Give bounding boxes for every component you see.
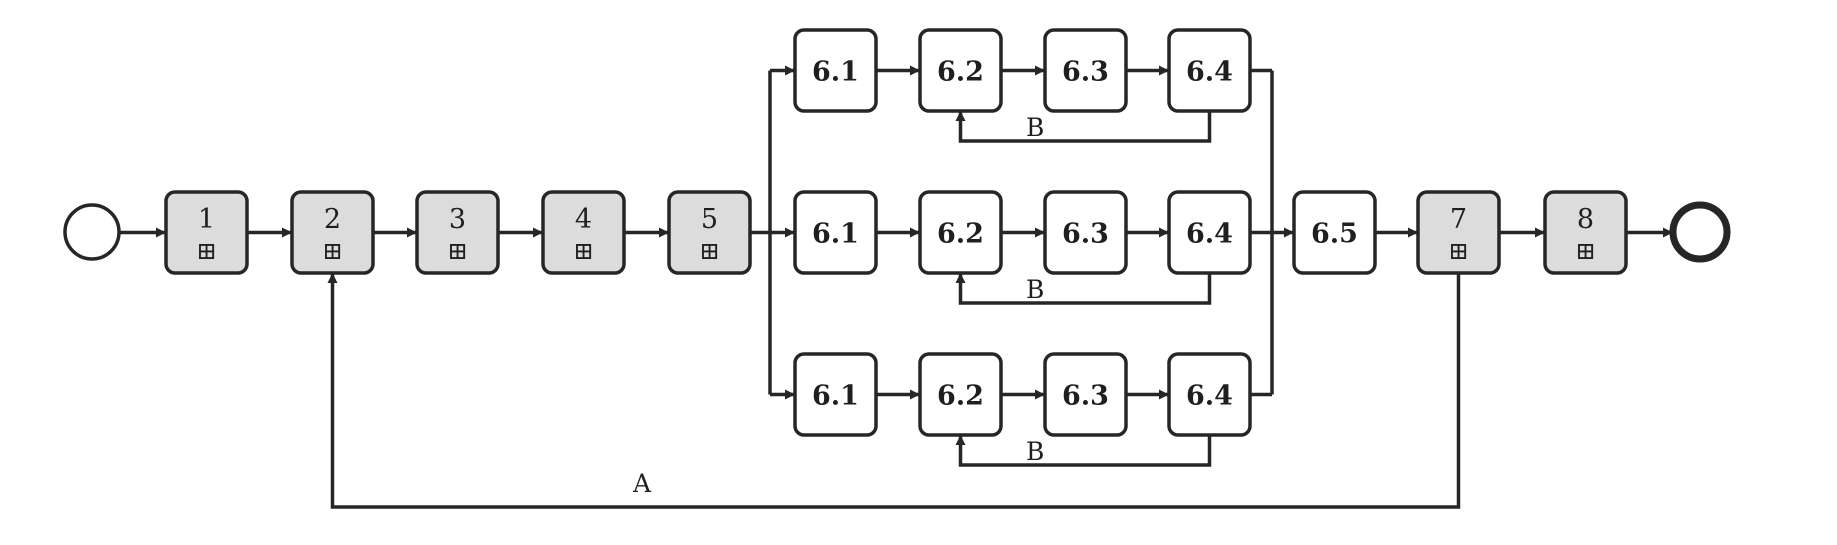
loop-a xyxy=(327,273,1461,509)
task-box xyxy=(918,28,1003,113)
task-label: 7 xyxy=(1450,204,1467,235)
subprocess-marker-icon: ⊞ xyxy=(573,237,593,265)
loop-b-label: B xyxy=(1026,113,1044,142)
task-box xyxy=(164,190,249,275)
task-box xyxy=(1043,28,1128,113)
task-label: 6.1 xyxy=(812,57,859,88)
branch-1-task-6.4: 6.4 xyxy=(1167,28,1252,113)
start-event xyxy=(63,203,121,261)
task-box xyxy=(793,28,878,113)
task-box xyxy=(918,190,1003,275)
loop-a-label: A xyxy=(632,469,652,498)
task-label: 6.5 xyxy=(1311,219,1358,250)
task-box xyxy=(1543,190,1628,275)
branch-1-task-6.3: 6.3 xyxy=(1043,28,1128,113)
collapsed-task-1: 1⊞ xyxy=(164,190,249,275)
loop-b-2 xyxy=(955,273,1212,305)
task-box xyxy=(415,190,500,275)
task-label: 6.1 xyxy=(812,381,859,412)
task-label: 3 xyxy=(449,204,466,235)
task-label: 6.4 xyxy=(1186,381,1233,412)
collapsed-task-3: 3⊞ xyxy=(415,190,500,275)
task-label: 6.3 xyxy=(1062,57,1109,88)
branch-1-task-6.2: 6.2 xyxy=(918,28,1003,113)
task-label: 6.3 xyxy=(1062,381,1109,412)
loop-b-label: B xyxy=(1026,437,1044,466)
collapsed-task-7: 7⊞ xyxy=(1416,190,1501,275)
task-box xyxy=(1167,352,1252,437)
subprocess-marker-icon: ⊞ xyxy=(699,237,719,265)
task-box xyxy=(1043,190,1128,275)
task-label: 6.2 xyxy=(937,219,984,250)
branch-1-task-6.1: 6.1 xyxy=(793,28,878,113)
subprocess-marker-icon: ⊞ xyxy=(1448,237,1468,265)
branch-3-task-6.2: 6.2 xyxy=(918,352,1003,437)
subprocess-marker-icon: ⊞ xyxy=(196,237,216,265)
task-label: 2 xyxy=(324,204,341,235)
task-box xyxy=(793,190,878,275)
collapsed-task-8: 8⊞ xyxy=(1543,190,1628,275)
task-box xyxy=(918,352,1003,437)
task-label: 8 xyxy=(1577,204,1594,235)
branch-3-task-6.1: 6.1 xyxy=(793,352,878,437)
branch-2-task-6.4: 6.4 xyxy=(1167,190,1252,275)
branch-2-task-6.3: 6.3 xyxy=(1043,190,1128,275)
task-box xyxy=(1167,28,1252,113)
merge-task: 6.5 xyxy=(1292,190,1377,275)
task-box xyxy=(793,352,878,437)
loop-b-3 xyxy=(955,435,1212,467)
collapsed-task-2: 2⊞ xyxy=(290,190,375,275)
task-box xyxy=(1416,190,1501,275)
task-box xyxy=(541,190,626,275)
collapsed-task-5: 5⊞ xyxy=(667,190,752,275)
task-label: 6.4 xyxy=(1186,57,1233,88)
branch-3-task-6.3: 6.3 xyxy=(1043,352,1128,437)
task-label: 6.3 xyxy=(1062,219,1109,250)
subprocess-marker-icon: ⊞ xyxy=(322,237,342,265)
task-label: 6.1 xyxy=(812,219,859,250)
connectors xyxy=(119,65,1673,509)
branch-3-task-6.4: 6.4 xyxy=(1167,352,1252,437)
task-label: 5 xyxy=(701,204,718,235)
task-box xyxy=(290,190,375,275)
end-event xyxy=(1669,201,1731,263)
branch-2-task-6.1: 6.1 xyxy=(793,190,878,275)
task-box xyxy=(667,190,752,275)
edge-labels: B B B A xyxy=(632,113,1044,498)
task-label: 6.2 xyxy=(937,381,984,412)
task-box xyxy=(1043,352,1128,437)
task-box xyxy=(1167,190,1252,275)
loop-b-label: B xyxy=(1026,275,1044,304)
task-box xyxy=(1292,190,1377,275)
subprocess-marker-icon: ⊞ xyxy=(1575,237,1595,265)
task-label: 4 xyxy=(575,204,592,235)
branch-2-task-6.2: 6.2 xyxy=(918,190,1003,275)
task-label: 1 xyxy=(198,204,215,235)
collapsed-task-4: 4⊞ xyxy=(541,190,626,275)
subprocess-marker-icon: ⊞ xyxy=(447,237,467,265)
task-label: 6.4 xyxy=(1186,219,1233,250)
loop-b-1 xyxy=(955,111,1212,143)
task-label: 6.2 xyxy=(937,57,984,88)
